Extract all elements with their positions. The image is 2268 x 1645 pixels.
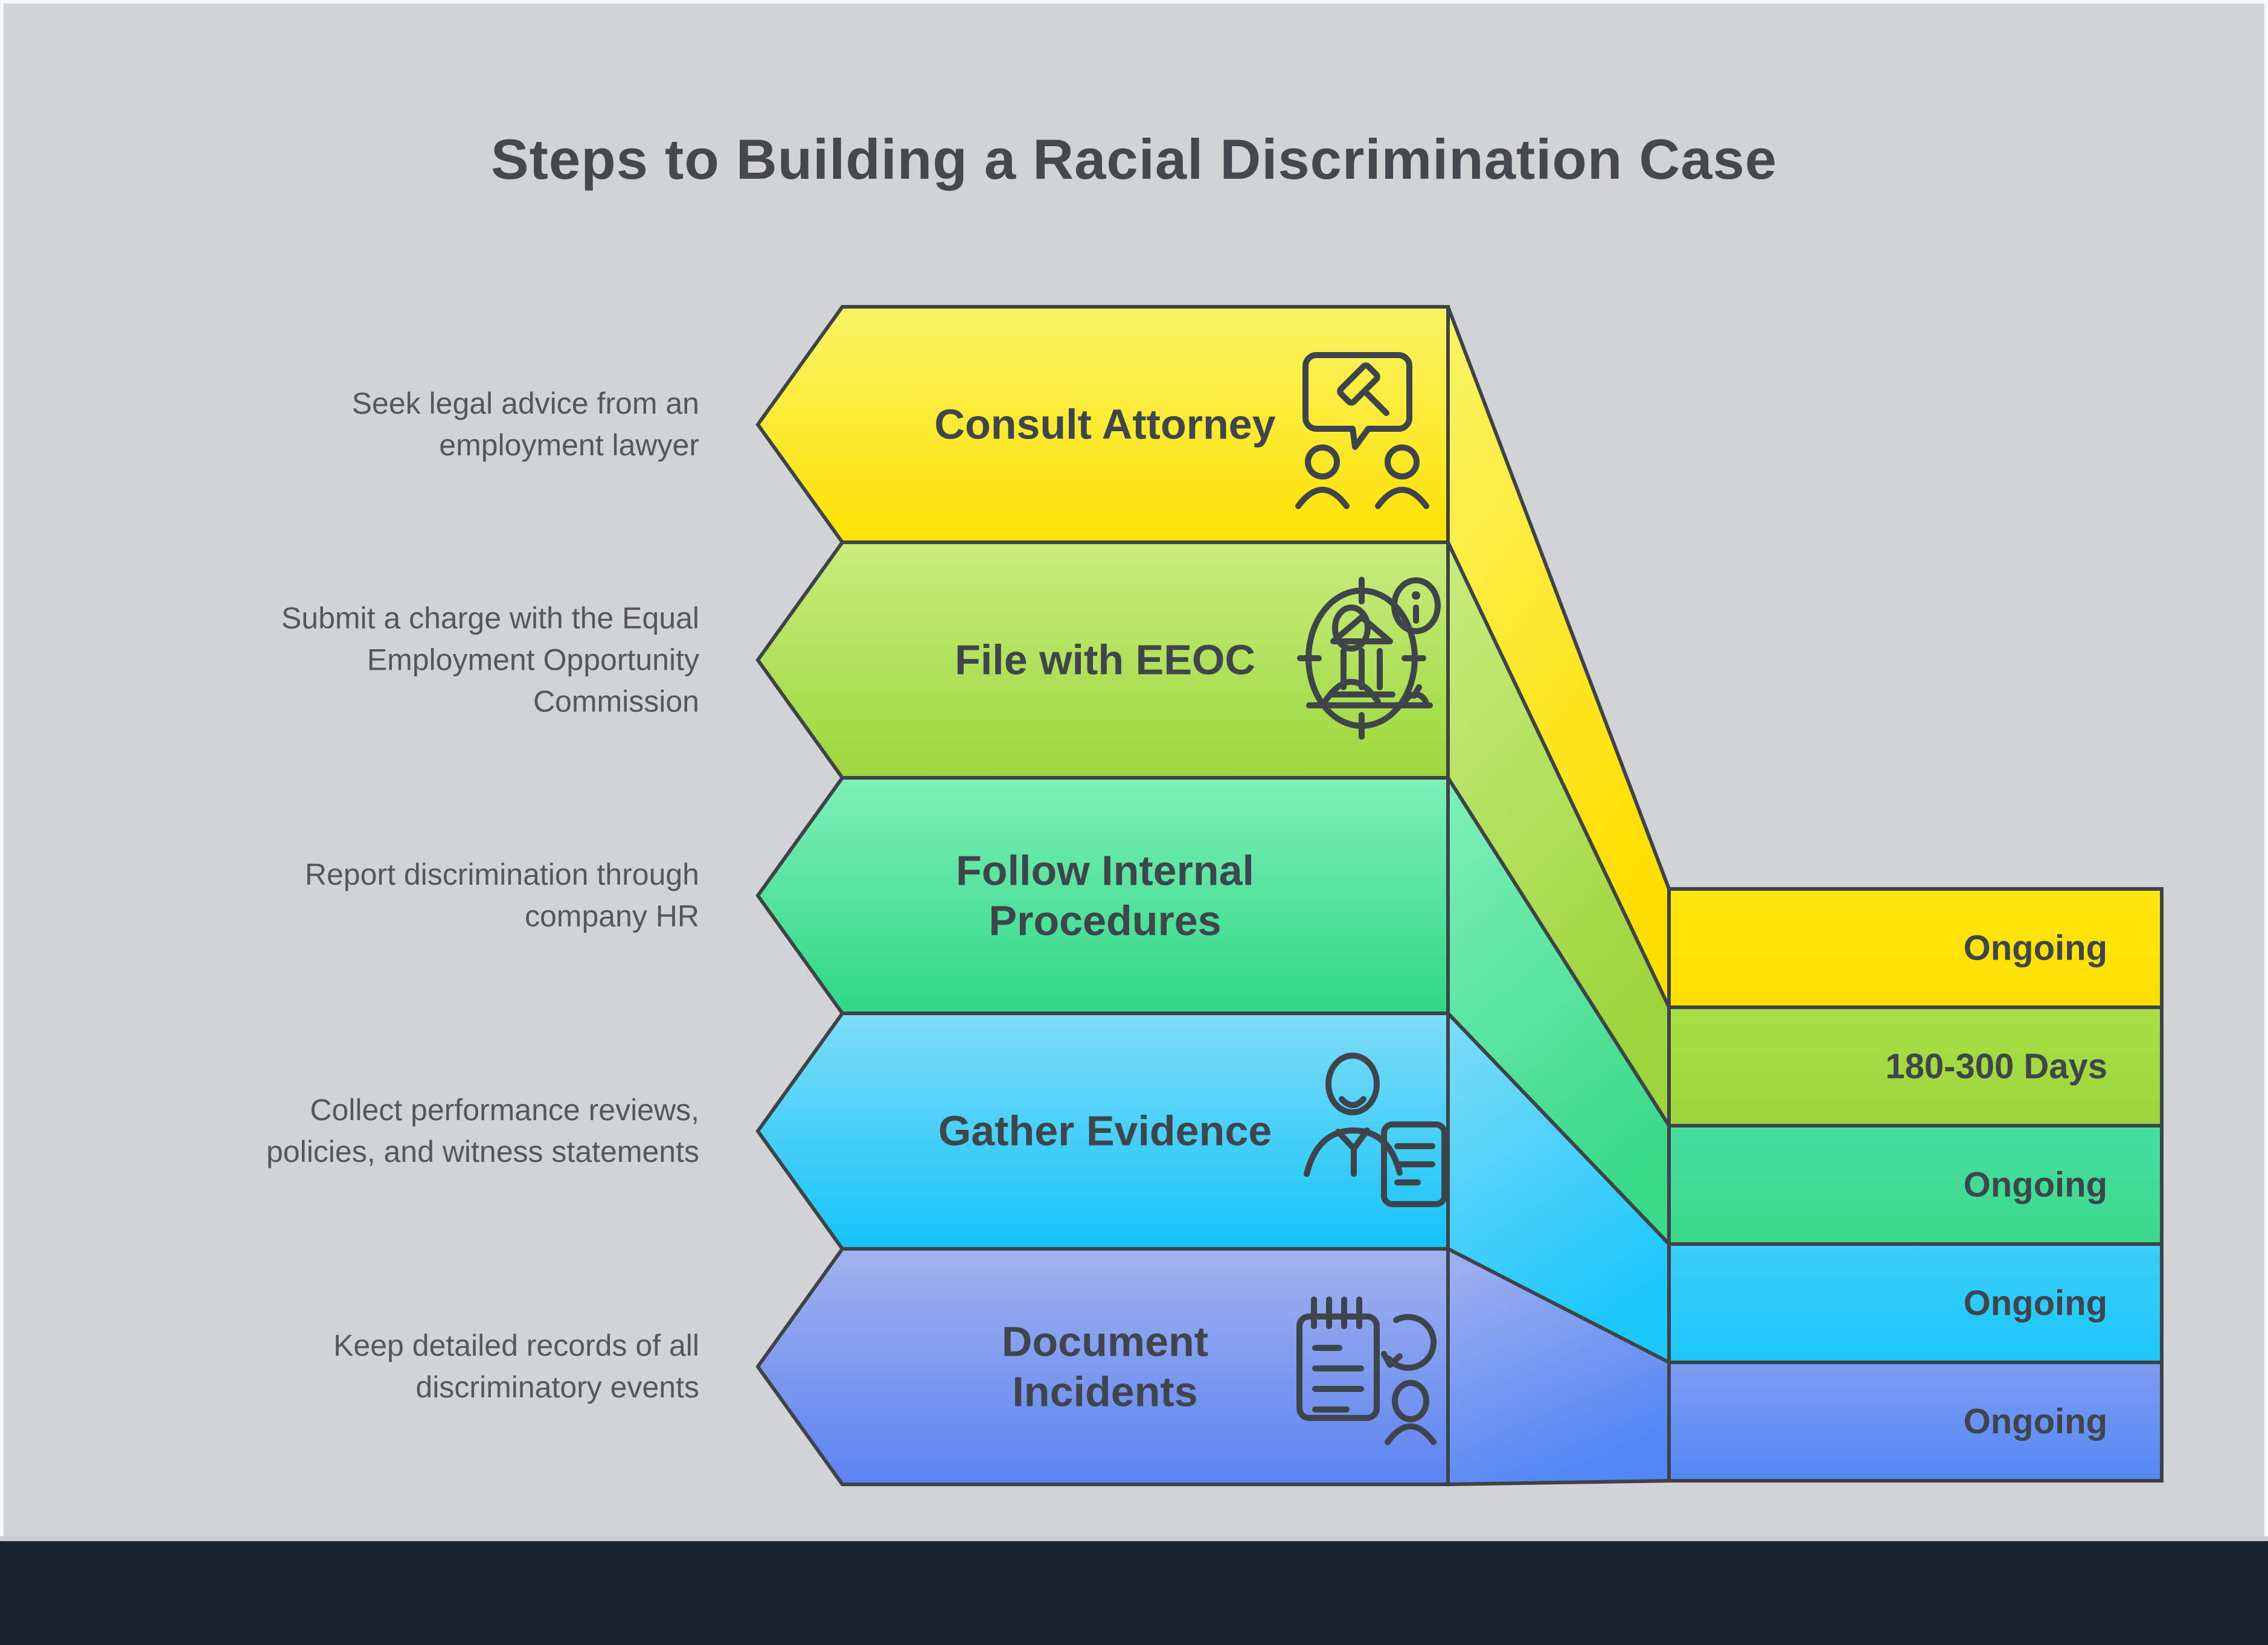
step-label-consult-attorney: Consult Attorney — [876, 400, 1334, 450]
step-label-internal-procedures: Follow Internal Procedures — [876, 845, 1334, 945]
description-line: Report discrimination through — [304, 858, 699, 891]
page-title: Steps to Building a Racial Discriminatio… — [490, 127, 1778, 191]
description-line: policies, and witness statements — [266, 1135, 699, 1169]
duration-box-gather-evidence — [1667, 1242, 2164, 1364]
attorney-consultation-icon — [1295, 352, 1429, 509]
incident-log-icon — [1296, 1297, 1437, 1445]
duration-label-1: Ongoing — [1963, 928, 2107, 968]
step-description-1: Seek legal advice from an employment law… — [157, 383, 699, 466]
label-line: File with EEOC — [955, 636, 1255, 684]
hr-person-info-icon — [1306, 577, 1441, 708]
footer-bar — [0, 1541, 2268, 1645]
duration-box-internal-procedures — [1667, 1124, 2164, 1246]
person-document-icon — [1304, 1053, 1447, 1207]
label-line: Procedures — [988, 897, 1222, 944]
label-line: Gather Evidence — [938, 1107, 1272, 1155]
step-description-5: Keep detailed records of all discriminat… — [157, 1325, 699, 1408]
description-line: Employment Opportunity — [367, 643, 699, 677]
eeoc-target-building-icon — [1297, 577, 1426, 740]
description-line: Keep detailed records of all — [333, 1329, 699, 1362]
label-line: Follow Internal — [956, 847, 1254, 894]
description-line: discriminatory events — [415, 1370, 699, 1404]
duration-box-document-incidents — [1667, 1361, 2164, 1483]
duration-box-consult-attorney — [1667, 887, 2164, 1009]
label-line: Consult Attorney — [934, 400, 1276, 448]
description-line: employment lawyer — [439, 428, 699, 462]
label-line: Incidents — [1012, 1368, 1198, 1415]
duration-label-4: Ongoing — [1963, 1283, 2107, 1323]
step-description-2: Submit a charge with the Equal Employmen… — [157, 598, 699, 723]
step-label-file-eeoc: File with EEOC — [876, 635, 1334, 685]
description-line: Submit a charge with the Equal — [281, 601, 699, 635]
step-description-3: Report discrimination through company HR — [157, 854, 699, 937]
duration-label-3: Ongoing — [1963, 1165, 2107, 1205]
step-description-4: Collect performance reviews, policies, a… — [157, 1089, 699, 1173]
footer-divider — [0, 1536, 2268, 1541]
duration-label-2: 180-300 Days — [1885, 1047, 2107, 1086]
label-line: Document — [1001, 1318, 1209, 1365]
step-label-document-incidents: Document Incidents — [876, 1316, 1334, 1416]
duration-box-file-eeoc — [1667, 1005, 2164, 1127]
duration-label-5: Ongoing — [1963, 1402, 2107, 1441]
step-arrow-document-incidents — [755, 1247, 1450, 1486]
step-label-gather-evidence: Gather Evidence — [876, 1106, 1334, 1156]
description-line: Collect performance reviews, — [310, 1093, 699, 1127]
description-line: company HR — [525, 899, 699, 933]
description-line: Seek legal advice from an — [351, 386, 699, 420]
description-line: Commission — [533, 684, 699, 719]
